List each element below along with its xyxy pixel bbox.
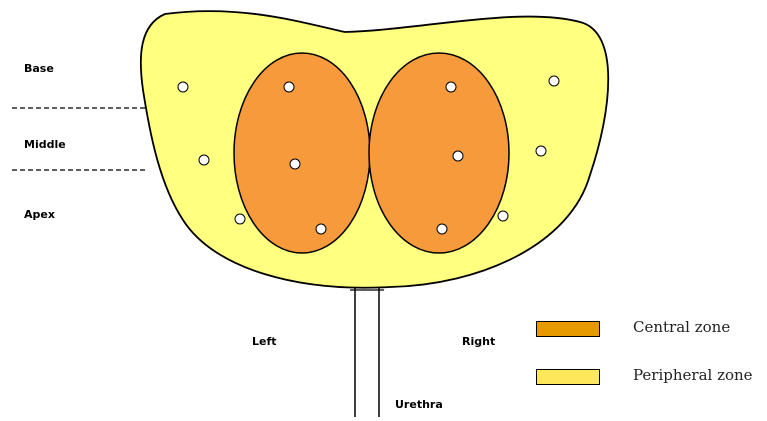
biopsy-point [235, 214, 245, 224]
central-lobe-right [369, 53, 509, 253]
central-zone-swatch [536, 321, 600, 337]
central-lobe-left [234, 53, 370, 253]
peripheral-zone-label: Peripheral zone [633, 366, 753, 384]
biopsy-point [453, 151, 463, 161]
biopsy-point [498, 211, 508, 221]
biopsy-point [199, 155, 209, 165]
biopsy-point [290, 159, 300, 169]
biopsy-point [536, 146, 546, 156]
base-label: Base [24, 62, 54, 75]
biopsy-point [437, 224, 447, 234]
biopsy-point [446, 82, 456, 92]
central-zone-label: Central zone [633, 318, 730, 336]
urethra-label: Urethra [395, 398, 443, 411]
biopsy-point [178, 82, 188, 92]
peripheral-zone-swatch [536, 369, 600, 385]
biopsy-point [316, 224, 326, 234]
middle-label: Middle [24, 138, 66, 151]
apex-label: Apex [24, 208, 55, 221]
urethra [350, 286, 384, 417]
biopsy-point [284, 82, 294, 92]
left-side-label: Left [252, 335, 277, 348]
biopsy-point [549, 76, 559, 86]
right-side-label: Right [462, 335, 495, 348]
